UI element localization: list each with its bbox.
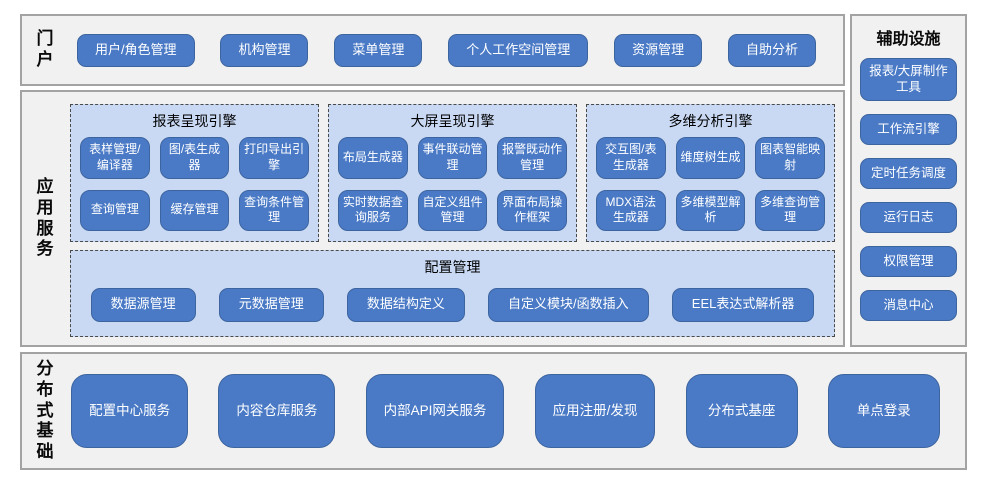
block-distributed-pedestal: 分布式基座 [685, 374, 798, 448]
distributed-base-label: 分布式基础 [36, 359, 54, 462]
block-dimension-tree-generation: 维度树生成 [675, 137, 746, 179]
block-org-mgmt: 机构管理 [220, 33, 309, 67]
block-message-center: 消息中心 [860, 289, 957, 321]
block-report-style-compiler: 表样管理/编译器 [80, 137, 150, 179]
block-data-structure-definition: 数据结构定义 [346, 287, 465, 322]
block-menu-mgmt: 菜单管理 [334, 33, 423, 67]
auxiliary-title: 辅助设施 [876, 31, 941, 48]
app-services-content: 报表呈现引擎 表样管理/编译器 图/表生成器 打印导出引擎 查询管理 缓存管理 … [56, 92, 843, 345]
block-custom-component-mgmt: 自定义组件管理 [417, 189, 488, 231]
block-report-screen-authoring-tool: 报表/大屏制作工具 [860, 58, 957, 101]
report-engine-title: 报表呈现引擎 [152, 113, 237, 129]
app-services-label: 应用服务 [36, 177, 54, 259]
config-mgmt-title: 配置管理 [424, 259, 481, 275]
block-realtime-data-query-service: 实时数据查询服务 [338, 189, 408, 231]
block-metadata-mgmt: 元数据管理 [218, 287, 324, 322]
portal-label: 门户 [36, 29, 54, 69]
multidim-engine-grid: 交互图/表生成器 维度树生成 图表智能映射 MDX语法生成器 多维模型解析 多维… [596, 137, 825, 231]
block-chart-smart-mapping: 图表智能映射 [755, 137, 825, 179]
block-query-mgmt: 查询管理 [80, 189, 150, 231]
app-services-section: 应用服务 报表呈现引擎 表样管理/编译器 图/表生成器 打印导出引擎 查询管理 … [20, 90, 845, 347]
block-run-log: 运行日志 [860, 201, 957, 233]
bigscreen-engine-title: 大屏呈现引擎 [410, 113, 495, 129]
block-timer-task-scheduler: 定时任务调度 [860, 157, 957, 189]
block-event-linkage-mgmt: 事件联动管理 [417, 137, 488, 179]
block-resource-mgmt: 资源管理 [614, 33, 703, 67]
engine-panels-row: 报表呈现引擎 表样管理/编译器 图/表生成器 打印导出引擎 查询管理 缓存管理 … [70, 104, 835, 242]
block-ui-layout-framework: 界面布局操作框架 [497, 189, 567, 231]
auxiliary-section: 辅助设施 报表/大屏制作工具 工作流引擎 定时任务调度 运行日志 权限管理 消息… [850, 14, 967, 347]
block-user-role-mgmt: 用户/角色管理 [76, 33, 195, 67]
block-datasource-mgmt: 数据源管理 [90, 287, 196, 322]
block-chart-table-generator: 图/表生成器 [159, 137, 230, 179]
config-mgmt-row: 数据源管理 元数据管理 数据结构定义 自定义模块/函数插入 EEL表达式解析器 [83, 283, 822, 326]
bigscreen-engine-grid: 布局生成器 事件联动管理 报警既动作管理 实时数据查询服务 自定义组件管理 界面… [338, 137, 567, 231]
block-multidim-model-parsing: 多维模型解析 [675, 189, 746, 231]
block-layout-generator: 布局生成器 [338, 137, 408, 179]
block-self-service-analysis: 自助分析 [728, 33, 817, 67]
block-single-sign-on: 单点登录 [827, 374, 940, 448]
bigscreen-engine-panel: 大屏呈现引擎 布局生成器 事件联动管理 报警既动作管理 实时数据查询服务 自定义… [328, 104, 577, 242]
block-app-registration-discovery: 应用注册/发现 [534, 374, 656, 448]
multidim-engine-panel: 多维分析引擎 交互图/表生成器 维度树生成 图表智能映射 MDX语法生成器 多维… [586, 104, 835, 242]
block-content-repository-service: 内容仓库服务 [218, 374, 336, 448]
portal-buttons-row: 用户/角色管理 机构管理 菜单管理 个人工作空间管理 资源管理 自助分析 [56, 33, 837, 67]
config-mgmt-panel: 配置管理 数据源管理 元数据管理 数据结构定义 自定义模块/函数插入 EEL表达… [70, 250, 835, 337]
distributed-base-row: 配置中心服务 内容仓库服务 内部API网关服务 应用注册/发现 分布式基座 单点… [56, 374, 955, 448]
block-personal-workspace-mgmt: 个人工作空间管理 [448, 33, 589, 67]
block-workflow-engine: 工作流引擎 [860, 113, 957, 145]
block-multidim-query-mgmt: 多维查询管理 [755, 189, 825, 231]
block-alarm-action-mgmt: 报警既动作管理 [497, 137, 567, 179]
block-interactive-chart-generator: 交互图/表生成器 [596, 137, 666, 179]
block-eel-expression-parser: EEL表达式解析器 [671, 287, 815, 322]
report-engine-panel: 报表呈现引擎 表样管理/编译器 图/表生成器 打印导出引擎 查询管理 缓存管理 … [70, 104, 319, 242]
report-engine-grid: 表样管理/编译器 图/表生成器 打印导出引擎 查询管理 缓存管理 查询条件管理 [80, 137, 309, 231]
portal-section: 门户 用户/角色管理 机构管理 菜单管理 个人工作空间管理 资源管理 自助分析 [20, 14, 845, 86]
block-config-center-service: 配置中心服务 [71, 374, 189, 448]
block-cache-mgmt: 缓存管理 [159, 189, 230, 231]
block-internal-api-gateway-service: 内部API网关服务 [365, 374, 505, 448]
block-query-condition-mgmt: 查询条件管理 [239, 189, 309, 231]
block-custom-module-function-insert: 自定义模块/函数插入 [488, 287, 649, 322]
distributed-base-section: 分布式基础 配置中心服务 内容仓库服务 内部API网关服务 应用注册/发现 分布… [20, 352, 967, 470]
block-permission-mgmt: 权限管理 [860, 245, 957, 277]
multidim-engine-title: 多维分析引擎 [668, 113, 753, 129]
block-mdx-syntax-generator: MDX语法生成器 [596, 189, 666, 231]
block-print-export-engine: 打印导出引擎 [239, 137, 309, 179]
